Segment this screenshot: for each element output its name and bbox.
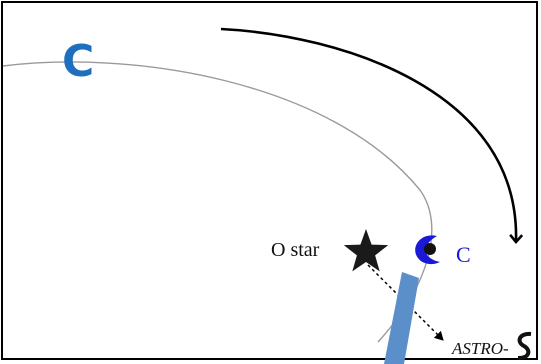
spacecraft-label: ASTRO- (451, 339, 509, 358)
logo-glyph-fragment (517, 331, 532, 360)
curved-arrow-icon (220, 27, 524, 244)
diagram-frame (1, 1, 538, 360)
orbit-arc (2, 61, 433, 343)
corner-marker-label: C (62, 36, 94, 87)
cloud-label: C (456, 242, 471, 267)
star-icon (343, 229, 389, 272)
spacecraft-bar (384, 272, 419, 364)
cloud-icon (415, 235, 440, 265)
star-label: O star (271, 239, 320, 261)
